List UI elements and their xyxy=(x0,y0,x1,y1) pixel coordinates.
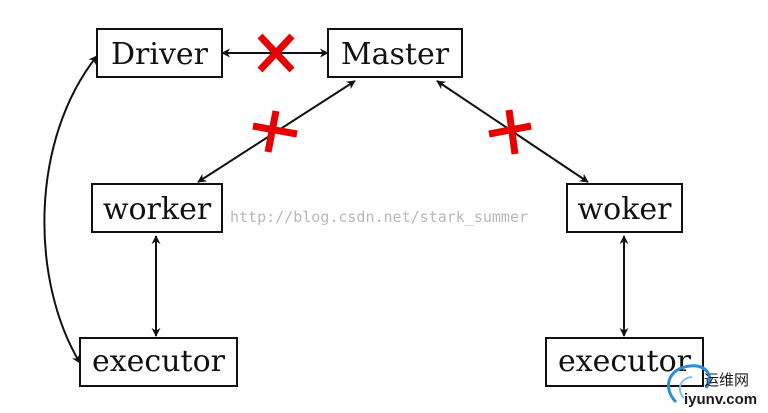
site-logo: 运维网 iyunv.com xyxy=(666,364,757,408)
swirl-logo-icon xyxy=(666,364,711,404)
node-master: Master xyxy=(327,28,463,78)
node-master-label: Master xyxy=(341,37,450,72)
node-driver-label: Driver xyxy=(111,37,209,72)
node-worker-right: woker xyxy=(566,183,683,233)
cross-master-worker-left-icon xyxy=(252,110,298,153)
logo-domain: iyunv.com xyxy=(684,391,757,408)
cross-driver-master-icon xyxy=(257,33,295,73)
cross-master-worker-right-icon xyxy=(488,109,532,155)
edge-driver-executor-left xyxy=(43,55,98,364)
node-worker-left: worker xyxy=(91,183,223,233)
watermark-text: http://blog.csdn.net/stark_summer xyxy=(230,208,528,226)
node-executor-left: executor xyxy=(79,337,238,387)
node-driver: Driver xyxy=(96,28,223,78)
node-worker-left-label: worker xyxy=(103,192,212,227)
node-worker-right-label: woker xyxy=(577,192,672,227)
logo-name: 运维网 xyxy=(704,371,749,389)
node-executor-right-label: executor xyxy=(558,344,692,379)
node-executor-left-label: executor xyxy=(92,344,226,379)
node-executor-right: executor xyxy=(545,337,704,387)
